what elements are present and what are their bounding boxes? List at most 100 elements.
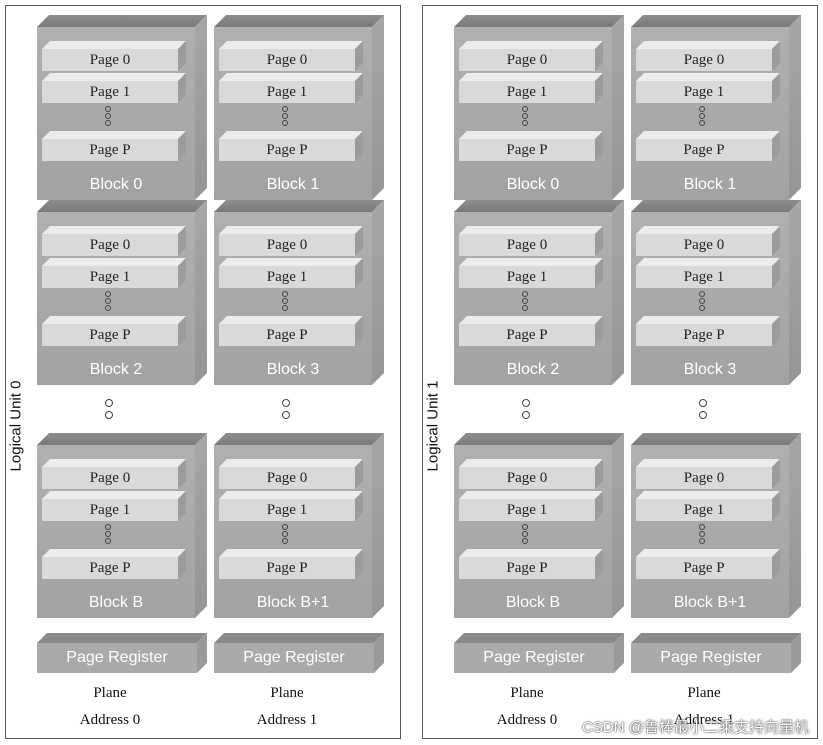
page-label: Page 1: [42, 81, 178, 103]
page-side-face: [595, 549, 603, 579]
block-side-face: [195, 433, 207, 618]
page-side-face: [595, 491, 603, 521]
block-side-face: [195, 200, 207, 385]
page-slab: Page P: [219, 549, 363, 579]
block-side-face: [372, 433, 384, 618]
page-register: Page Register: [454, 633, 624, 673]
register-side-face: [614, 633, 624, 673]
page-top-face: [219, 316, 363, 324]
ellipsis-dots-icon: [105, 291, 111, 312]
page-top-face: [636, 258, 780, 266]
page-top-face: [459, 491, 603, 499]
ellipsis-dots-icon: [699, 524, 705, 545]
block-side-face: [372, 15, 384, 200]
page-slab: Page 1: [459, 73, 603, 103]
page-side-face: [355, 459, 363, 489]
dot: [522, 305, 528, 311]
page-top-face: [219, 258, 363, 266]
page-label: Page 1: [636, 266, 772, 288]
page-top-face: [459, 316, 603, 324]
page-slab: Page P: [459, 316, 603, 346]
page-slab: Page 0: [42, 226, 186, 256]
page-label: Page P: [636, 139, 772, 161]
page-side-face: [772, 316, 780, 346]
continuation-dots-icon: [520, 399, 532, 423]
page-slab: Page 1: [42, 73, 186, 103]
dot: [522, 538, 528, 544]
ellipsis-dots-icon: [699, 106, 705, 127]
page-top-face: [42, 258, 186, 266]
dot: [699, 531, 705, 537]
plane-label-line1: Plane: [687, 685, 721, 701]
plane-label-line1: Plane: [270, 685, 304, 701]
page-register: Page Register: [214, 633, 384, 673]
dot: [282, 399, 290, 407]
page-top-face: [636, 459, 780, 467]
dot: [105, 305, 111, 311]
page-label: Page 1: [459, 499, 595, 521]
plane-label-line2: Address 0: [79, 712, 141, 728]
dot: [105, 291, 111, 297]
block-top-face: [454, 433, 624, 445]
page-side-face: [178, 226, 186, 256]
page-label: Page P: [42, 139, 178, 161]
page-label: Page 0: [459, 234, 595, 256]
page-side-face: [355, 549, 363, 579]
register-top-face: [454, 633, 624, 643]
block-top-face: [454, 200, 624, 212]
page-slab: Page 0: [219, 226, 363, 256]
page-label: Page P: [636, 557, 772, 579]
page-side-face: [355, 131, 363, 161]
block-label: Block 3: [266, 361, 320, 378]
block-label: Block B: [505, 594, 561, 611]
page-side-face: [595, 226, 603, 256]
register-side-face: [791, 633, 801, 673]
page-slab: Page 1: [459, 258, 603, 288]
page-label: Page P: [459, 324, 595, 346]
dot: [699, 298, 705, 304]
page-top-face: [636, 73, 780, 81]
page-slab: Page 0: [636, 41, 780, 71]
page-side-face: [772, 549, 780, 579]
page-label: Page 0: [636, 467, 772, 489]
page-top-face: [636, 226, 780, 234]
dot: [282, 305, 288, 311]
dot: [105, 399, 113, 407]
dot: [699, 120, 705, 126]
continuation-dots-icon: [280, 399, 292, 423]
page-side-face: [178, 316, 186, 346]
page-slab: Page P: [636, 131, 780, 161]
page-side-face: [178, 258, 186, 288]
page-top-face: [636, 41, 780, 49]
dot: [522, 298, 528, 304]
page-label: Page 1: [42, 266, 178, 288]
block-label: Block 3: [683, 361, 737, 378]
page-top-face: [636, 491, 780, 499]
page-register-label: Page Register: [631, 643, 791, 673]
dot: [105, 113, 111, 119]
page-slab: Page 1: [219, 73, 363, 103]
page-slab: Page 1: [219, 258, 363, 288]
page-label: Page P: [219, 324, 355, 346]
page-register-label: Page Register: [37, 643, 197, 673]
page-label: Page P: [636, 324, 772, 346]
page-label: Page P: [459, 139, 595, 161]
dot: [282, 524, 288, 530]
block-label: Block B+1: [673, 594, 747, 611]
page-slab: Page 0: [459, 41, 603, 71]
page-top-face: [219, 491, 363, 499]
ellipsis-dots-icon: [282, 291, 288, 312]
page-label: Page 0: [42, 49, 178, 71]
watermark: CSDN @鲁棒最小二乘支持向量机: [582, 719, 809, 736]
dot: [699, 305, 705, 311]
ellipsis-dots-icon: [522, 106, 528, 127]
block-label: Block 2: [89, 361, 143, 378]
page-slab: Page 1: [42, 258, 186, 288]
page-side-face: [178, 73, 186, 103]
